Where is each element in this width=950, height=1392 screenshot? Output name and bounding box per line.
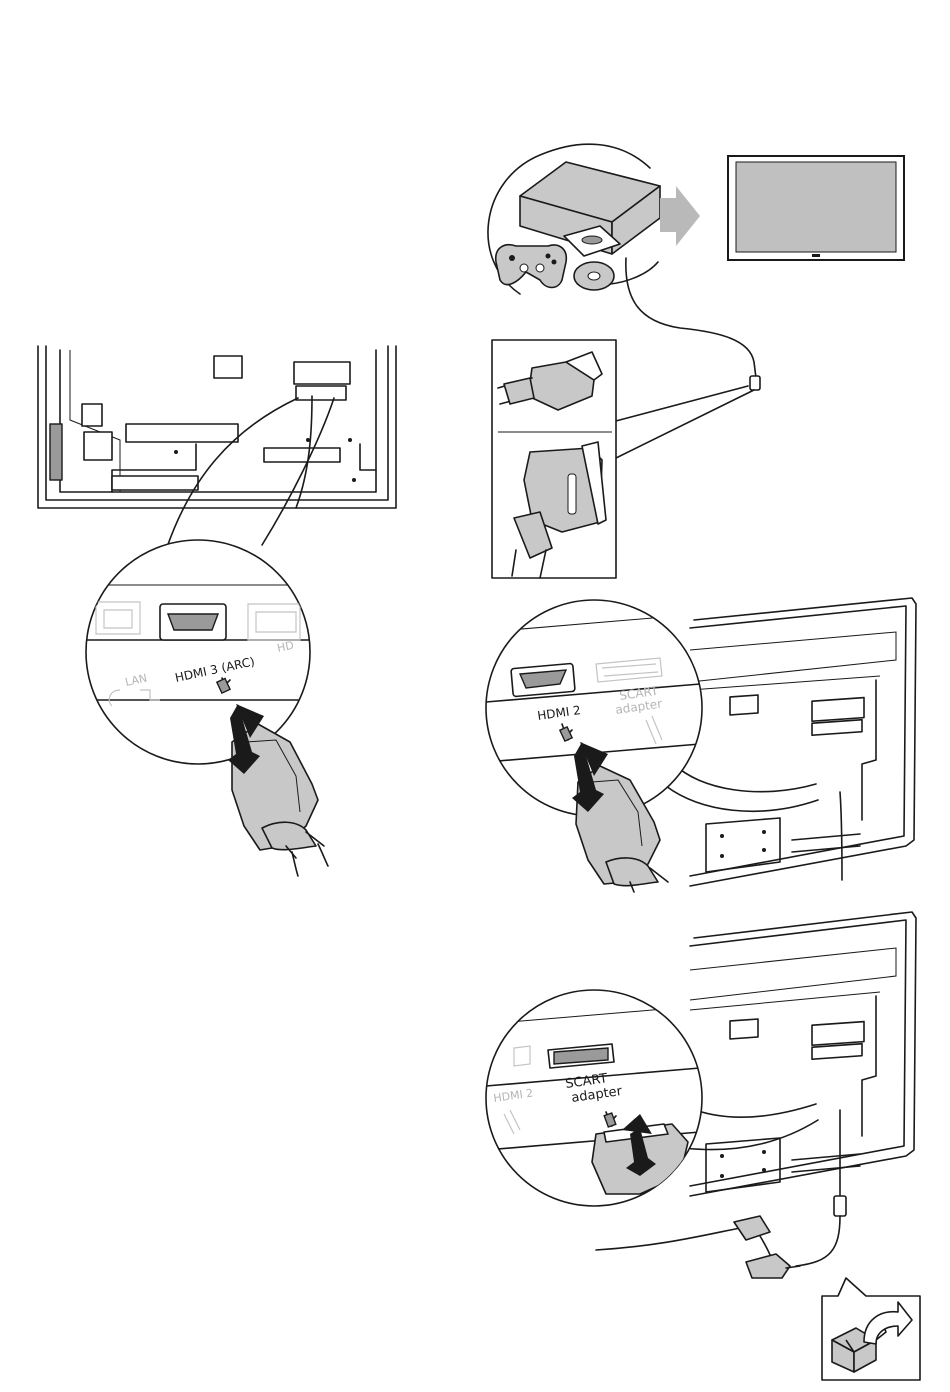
callout-lines-middle	[666, 764, 818, 811]
box-with-arrow-icon	[822, 1278, 920, 1380]
tv-back-left	[38, 346, 396, 508]
game-controller-icon	[496, 245, 567, 288]
arrow-right-icon	[660, 186, 700, 246]
tv-back-bottom	[690, 912, 916, 1266]
plug-types-box	[492, 340, 754, 578]
callout-lines-left	[166, 398, 334, 550]
source-cable	[626, 258, 756, 378]
tv-icon	[728, 156, 904, 260]
callout-lines-bottom	[684, 1104, 818, 1150]
scart-adapter-cable	[596, 1216, 800, 1278]
device-source-circle	[488, 144, 700, 294]
tv-back-middle	[690, 598, 916, 886]
